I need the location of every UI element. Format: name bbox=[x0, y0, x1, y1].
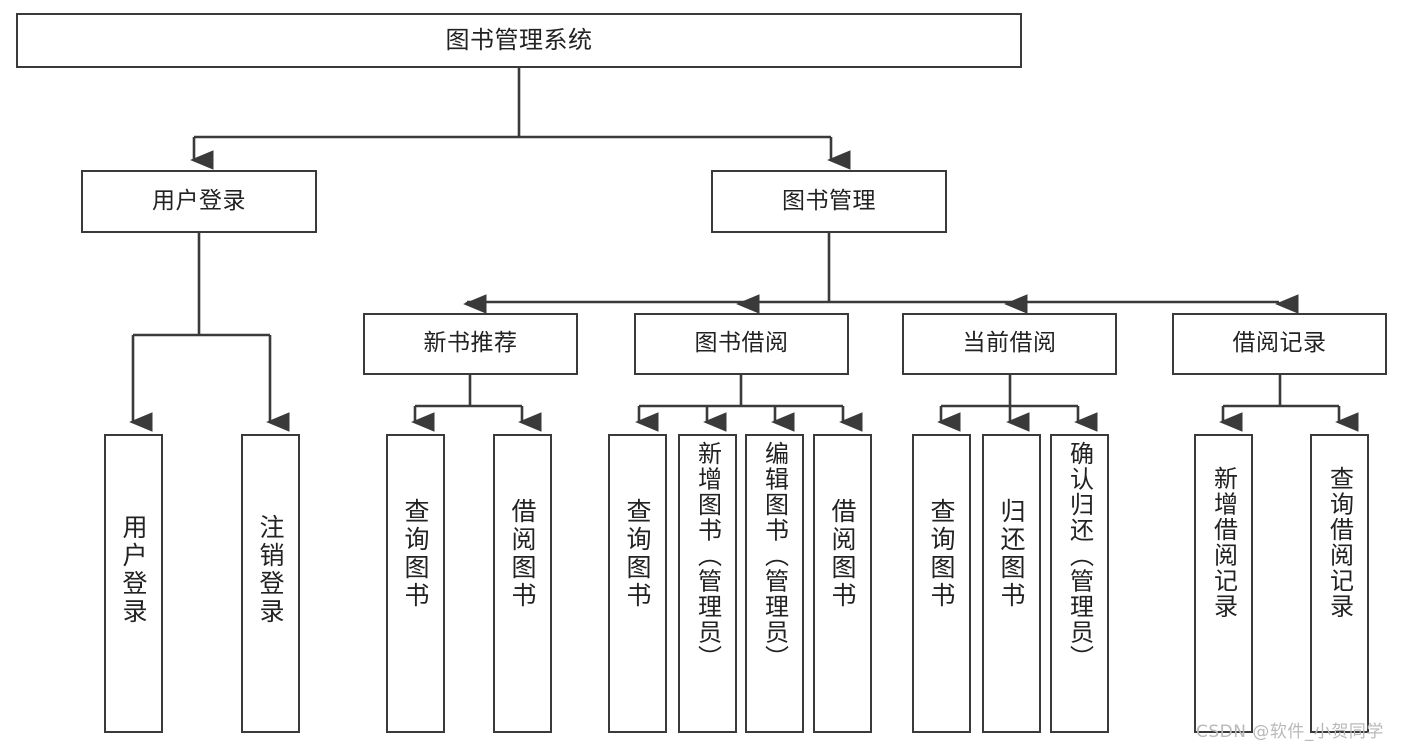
node-label: 新书推荐 bbox=[423, 330, 518, 357]
node-label: 用户登录 bbox=[152, 187, 246, 214]
node-label: 新增借阅记录 bbox=[1209, 466, 1238, 619]
leaf-user-login[interactable]: 用户登录 bbox=[104, 434, 163, 733]
node-label: 当前借阅 bbox=[962, 330, 1057, 357]
node-book-borrow[interactable]: 图书借阅 bbox=[634, 313, 849, 375]
node-root-book-management-system[interactable]: 图书管理系统 bbox=[16, 13, 1022, 68]
node-label: 图书管理 bbox=[782, 187, 876, 214]
leaf-return-book[interactable]: 归还图书 bbox=[982, 434, 1041, 733]
node-label: 借阅记录 bbox=[1232, 330, 1327, 357]
leaf-confirm-return-admin[interactable]: 确认归还（管理员） bbox=[1050, 434, 1109, 733]
node-label: 查询借阅记录 bbox=[1325, 466, 1354, 619]
leaf-query-book-borrow[interactable]: 查询图书 bbox=[608, 434, 667, 733]
leaf-query-book-current[interactable]: 查询图书 bbox=[912, 434, 971, 733]
node-label: 归还图书 bbox=[997, 498, 1026, 610]
leaf-borrow-book[interactable]: 借阅图书 bbox=[813, 434, 872, 733]
node-label: 新增图书（管理员） bbox=[693, 441, 722, 671]
node-label: 查询图书 bbox=[623, 498, 652, 610]
leaf-query-borrow-record[interactable]: 查询借阅记录 bbox=[1310, 434, 1369, 733]
node-label: 注销登录 bbox=[256, 514, 285, 626]
node-label: 图书管理系统 bbox=[445, 26, 593, 55]
node-label: 确认归还（管理员） bbox=[1065, 441, 1094, 671]
node-new-book-recommend[interactable]: 新书推荐 bbox=[363, 313, 578, 375]
node-label: 借阅图书 bbox=[508, 498, 537, 610]
node-label: 查询图书 bbox=[401, 498, 430, 610]
csdn-watermark: CSDN @软件_小贺同学 bbox=[1196, 722, 1384, 742]
leaf-add-borrow-record[interactable]: 新增借阅记录 bbox=[1194, 434, 1253, 733]
leaf-query-book-recommend[interactable]: 查询图书 bbox=[386, 434, 445, 733]
leaf-borrow-book-recommend[interactable]: 借阅图书 bbox=[493, 434, 552, 733]
node-current-borrow[interactable]: 当前借阅 bbox=[902, 313, 1117, 375]
node-borrow-record[interactable]: 借阅记录 bbox=[1172, 313, 1387, 375]
node-user-login[interactable]: 用户登录 bbox=[81, 170, 317, 233]
node-label: 图书借阅 bbox=[694, 330, 789, 357]
leaf-edit-book-admin[interactable]: 编辑图书（管理员） bbox=[745, 434, 804, 733]
node-label: 用户登录 bbox=[119, 514, 148, 626]
leaf-add-book-admin[interactable]: 新增图书（管理员） bbox=[678, 434, 737, 733]
node-label: 查询图书 bbox=[927, 498, 956, 610]
node-label: 编辑图书（管理员） bbox=[760, 441, 789, 671]
leaf-logout[interactable]: 注销登录 bbox=[241, 434, 300, 733]
node-book-management[interactable]: 图书管理 bbox=[711, 170, 947, 233]
node-label: 借阅图书 bbox=[828, 498, 857, 610]
